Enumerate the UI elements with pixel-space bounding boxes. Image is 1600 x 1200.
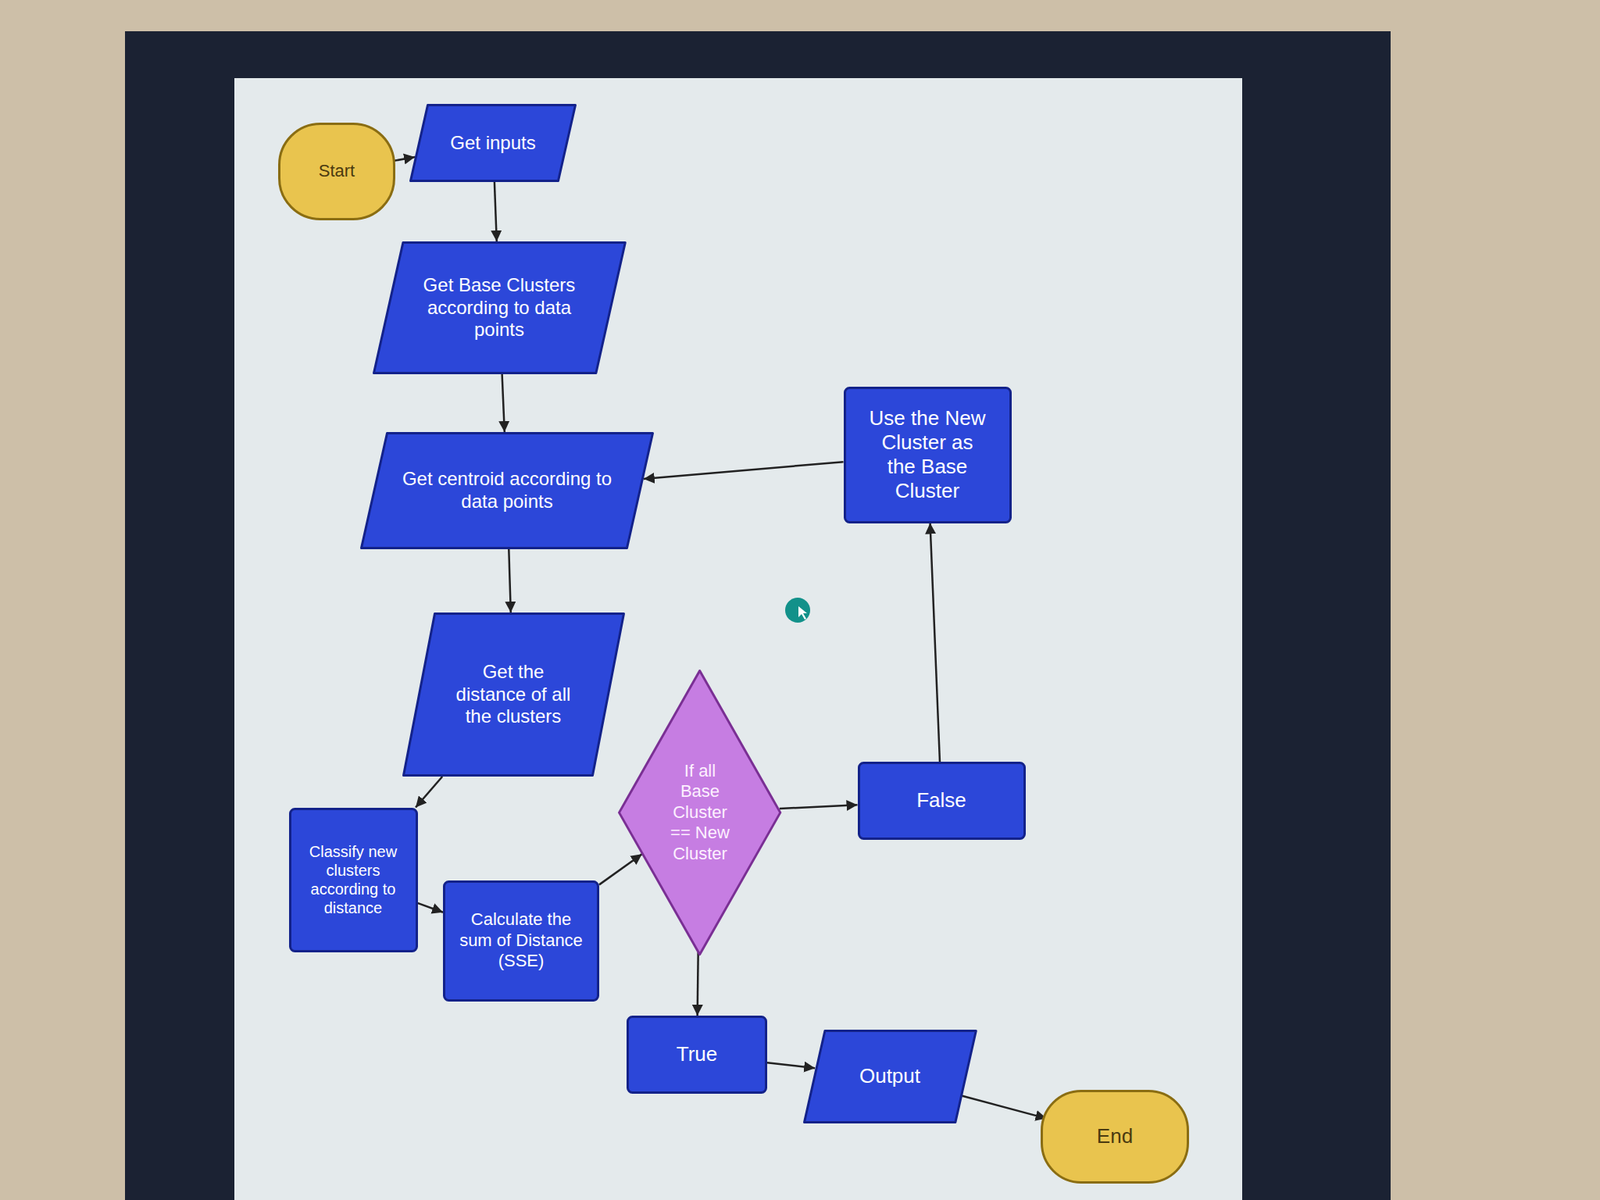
flow-arrow: [697, 952, 699, 1016]
node-text: Classify new clusters according to dista…: [304, 842, 403, 918]
node-text: Output: [839, 1064, 941, 1089]
cursor-dot: [785, 597, 811, 623]
box-fill: [803, 1031, 976, 1123]
input-box: Get inputs: [409, 103, 577, 183]
box-fill: [619, 670, 781, 954]
node-label: Get the distance of all the clusters: [449, 660, 579, 729]
node-text: Start: [301, 160, 372, 182]
input-box: Get the distance of all the clusters: [402, 612, 625, 777]
flow-arrow: [494, 182, 497, 242]
node-text: True: [650, 1042, 744, 1067]
node-label: Start: [301, 160, 372, 182]
process-box: Use the New Cluster as the Base Cluster: [843, 386, 1012, 524]
flow-arrow: [779, 804, 858, 809]
node-text: Get the distance of all the clusters: [449, 660, 579, 729]
slide: [234, 78, 1243, 1200]
process-box: Calculate the sum of Distance (SSE): [442, 880, 600, 1002]
process-box: Classify new clusters according to dista…: [289, 807, 418, 953]
node-label: Calculate the sum of Distance (SSE): [458, 909, 584, 972]
box-fill: [1042, 1091, 1189, 1183]
node-label: Get Base Clusters according to data poin…: [417, 274, 582, 342]
box-fill: [361, 433, 654, 549]
box-fill: [844, 387, 1011, 522]
box-fill: [373, 242, 625, 374]
node-text: End: [1079, 1124, 1150, 1149]
flow-arrow: [930, 523, 940, 763]
node-text: Use the New Cluster as the Base Cluster: [864, 406, 990, 504]
node-text: Get inputs: [442, 132, 544, 155]
box-fill: [444, 881, 599, 1000]
flow-arrow: [415, 776, 443, 808]
flow-arrow: [502, 374, 505, 433]
output-box: Output: [803, 1029, 978, 1124]
decision-diamond: If all Base Cluster == New Cluster: [617, 669, 782, 956]
node-label: Use the New Cluster as the Base Cluster: [864, 406, 990, 504]
flow-arrow: [417, 903, 444, 913]
node-label: Classify new clusters according to dista…: [304, 842, 403, 918]
flow-arrow: [643, 461, 844, 479]
process-box: True: [626, 1015, 768, 1094]
node-label: True: [650, 1042, 744, 1067]
box-fill: [403, 614, 624, 776]
input-box: Get Base Clusters according to data poin…: [372, 241, 627, 375]
node-text: Get centroid according to data points: [401, 467, 613, 514]
box-fill: [289, 808, 417, 951]
node-label: False: [894, 788, 989, 813]
box-fill: [628, 1017, 767, 1093]
node-text: If all Base Cluster == New Cluster: [664, 760, 736, 865]
screen-frame: [125, 31, 1391, 1200]
flow-arrow: [767, 1062, 815, 1068]
cursor-arrow: [798, 606, 808, 620]
flow-arrow: [508, 549, 511, 613]
flow-arrow: [599, 853, 643, 885]
flow-arrow: [962, 1096, 1047, 1119]
input-box: Get centroid according to data points: [360, 432, 654, 550]
box-fill: [279, 123, 395, 219]
node-label: Get centroid according to data points: [401, 467, 613, 514]
start-terminal: Start: [278, 122, 396, 221]
flow-arrow: [393, 157, 415, 161]
node-text: False: [894, 788, 989, 813]
process-box: False: [857, 761, 1026, 840]
node-label: End: [1079, 1124, 1150, 1149]
node-label: Get inputs: [442, 132, 544, 155]
end-terminal: End: [1040, 1089, 1190, 1184]
box-fill: [858, 763, 1025, 840]
box-fill: [410, 105, 576, 182]
process-box-outline: [289, 807, 418, 953]
node-label: Output: [839, 1064, 941, 1089]
node-text: Get Base Clusters according to data poin…: [417, 274, 582, 342]
node-label: If all Base Cluster == New Cluster: [664, 760, 736, 865]
node-text: Calculate the sum of Distance (SSE): [458, 909, 584, 972]
